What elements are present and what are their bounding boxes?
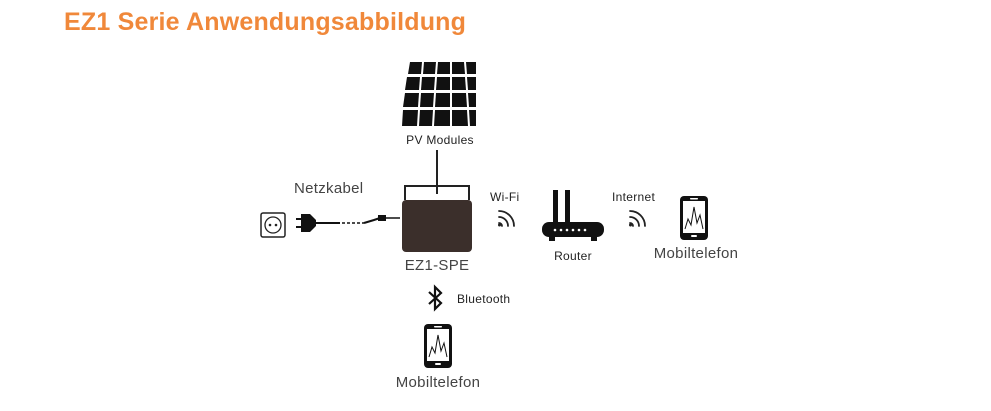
wifi-label: Wi-Fi: [490, 190, 520, 204]
pv-label: PV Modules: [406, 133, 474, 147]
power-plug-icon: [296, 214, 400, 232]
bluetooth-label: Bluetooth: [457, 292, 511, 306]
pv-connector-line: [436, 150, 438, 194]
internet-wifi-icon: [629, 210, 646, 227]
page-title: EZ1 Serie Anwendungsabbildung: [64, 8, 467, 36]
bluetooth-icon: [428, 284, 443, 312]
smartphone-bottom-icon: [424, 324, 452, 368]
solar-panel-icon: [402, 62, 476, 126]
router-icon: [542, 190, 604, 241]
phone-bottom-label: Mobiltelefon: [395, 374, 481, 391]
wifi-icon: [498, 210, 515, 227]
internet-label: Internet: [612, 190, 656, 204]
cable-label: Netzkabel: [294, 180, 364, 197]
router-label: Router: [554, 249, 592, 263]
wall-socket-icon: [260, 212, 286, 238]
smartphone-icon: [680, 196, 708, 240]
microinverter-icon: [402, 185, 472, 252]
inverter-label: EZ1-SPE: [404, 257, 470, 274]
phone-right-label: Mobiltelefon: [653, 245, 739, 262]
